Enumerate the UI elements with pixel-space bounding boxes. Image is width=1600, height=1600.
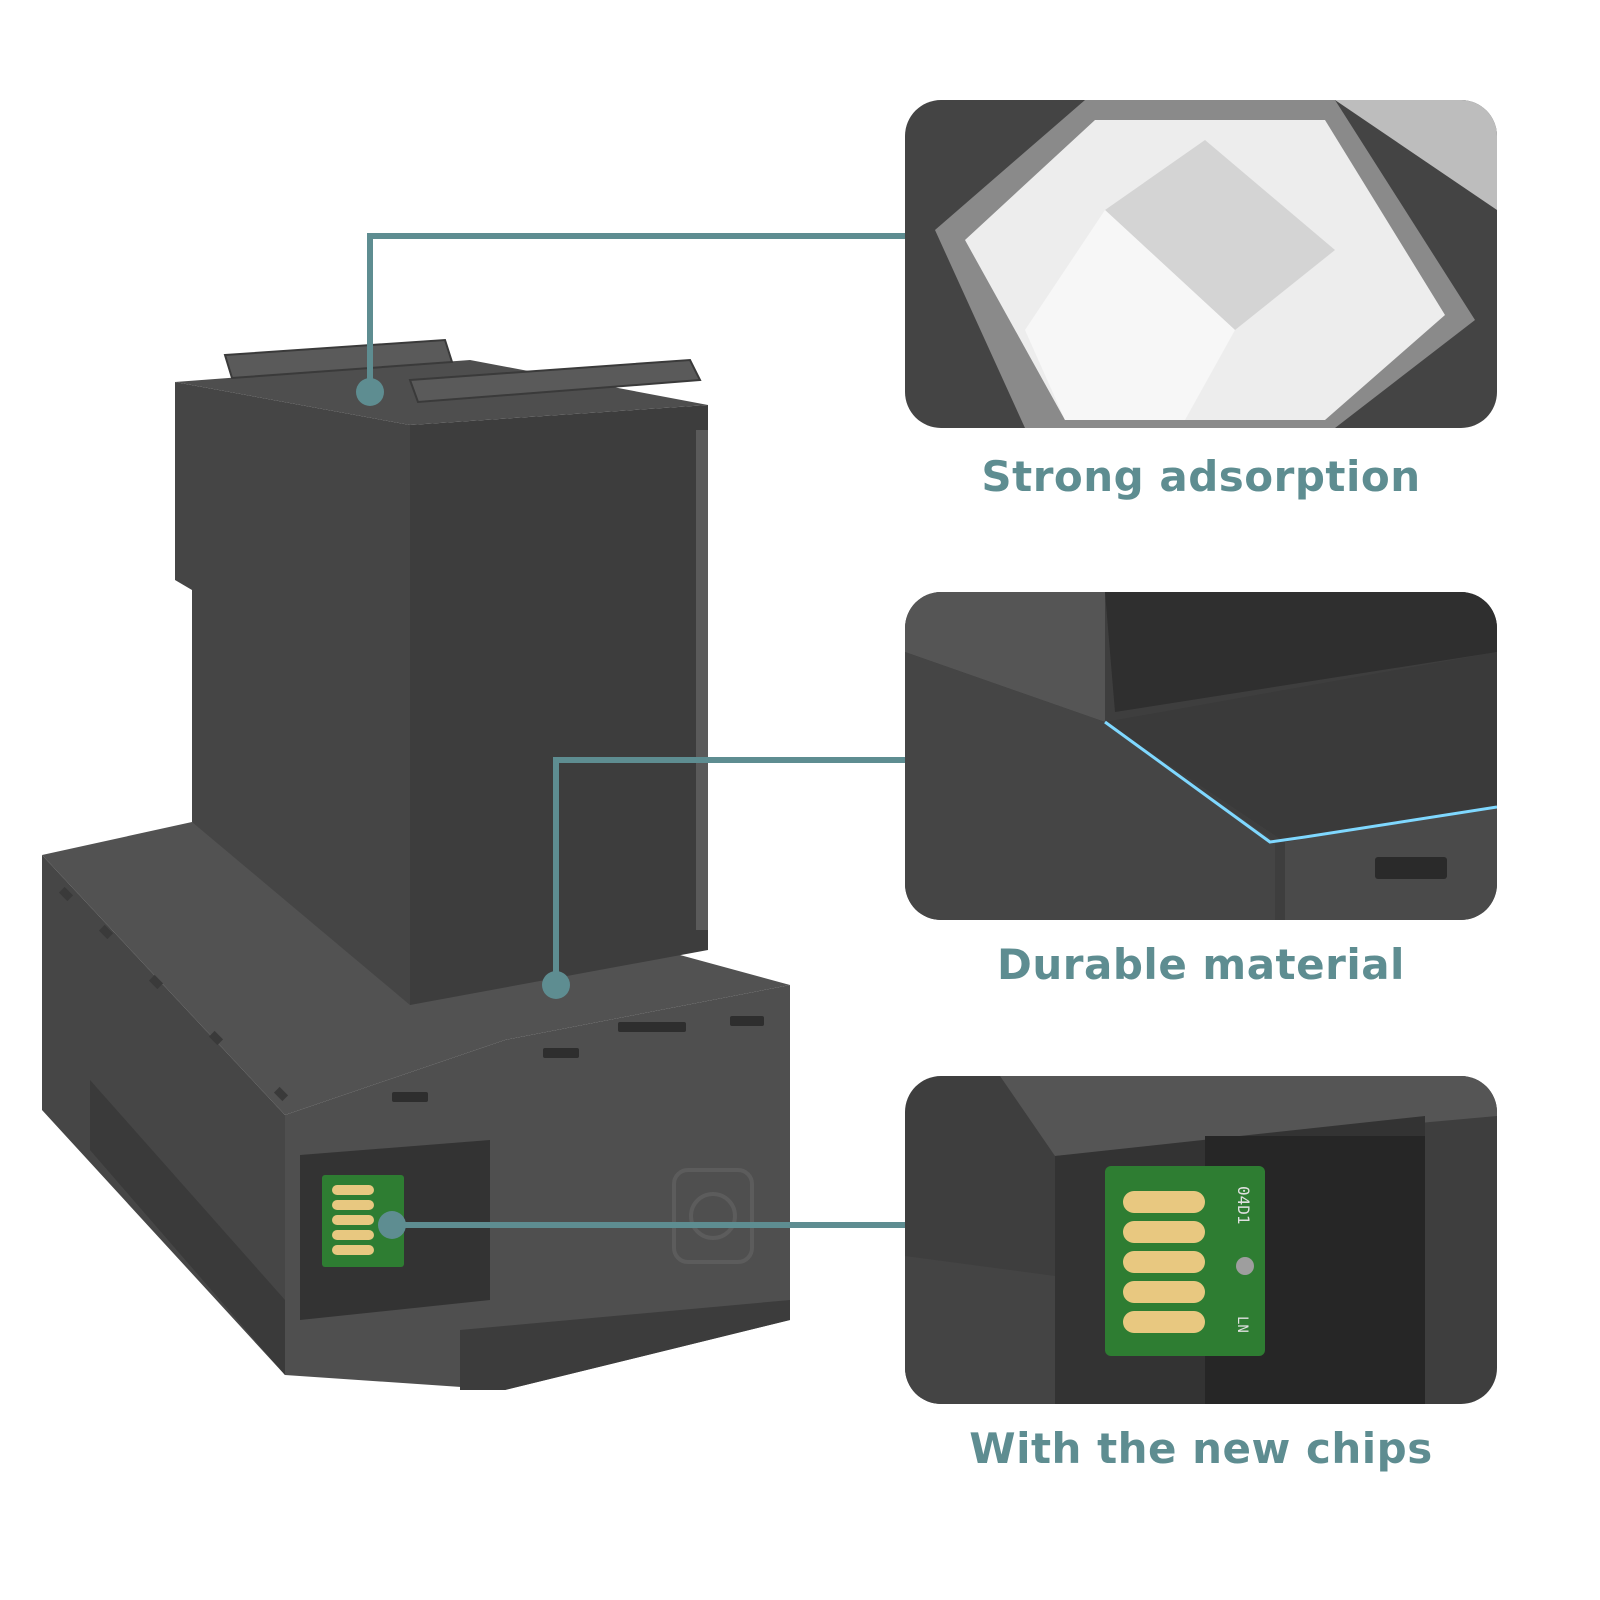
chip-closeup-icon: 04D1 LN — [905, 1076, 1497, 1404]
detail-panel-chips: 04D1 LN — [905, 1076, 1497, 1404]
base-side-notches — [58, 886, 289, 1102]
base-top-slots — [392, 1016, 764, 1102]
casing-edge-closeup-icon — [905, 592, 1497, 920]
chip-mark-label: LN — [1234, 1316, 1250, 1333]
callout-lines — [367, 233, 905, 1228]
detail-panel-adsorption — [905, 100, 1497, 428]
feature-label-chips: With the new chips — [969, 1424, 1433, 1473]
base-underside — [90, 1080, 285, 1375]
tower-left-face — [175, 382, 410, 1005]
tower-front-face — [410, 405, 708, 1005]
base-feet — [460, 1300, 790, 1390]
logo-emboss — [672, 1168, 754, 1264]
callout-line-adsorption — [367, 233, 905, 392]
callout-dot-chips — [378, 1211, 406, 1239]
logo-emboss-circle — [689, 1192, 737, 1240]
callout-dot-material — [542, 971, 570, 999]
tower-edge-rail — [696, 430, 708, 930]
callout-line-material — [553, 757, 905, 985]
callout-dot-adsorption — [356, 378, 384, 406]
detail-panel-material — [905, 592, 1497, 920]
chip-contacts — [332, 1185, 374, 1255]
feature-label-adsorption: Strong adsorption — [981, 452, 1421, 501]
foam-pad-closeup-icon — [905, 100, 1497, 428]
callout-dots — [356, 378, 570, 1239]
feature-label-material: Durable material — [997, 940, 1405, 989]
chip-code-label: 04D1 — [1234, 1186, 1253, 1225]
